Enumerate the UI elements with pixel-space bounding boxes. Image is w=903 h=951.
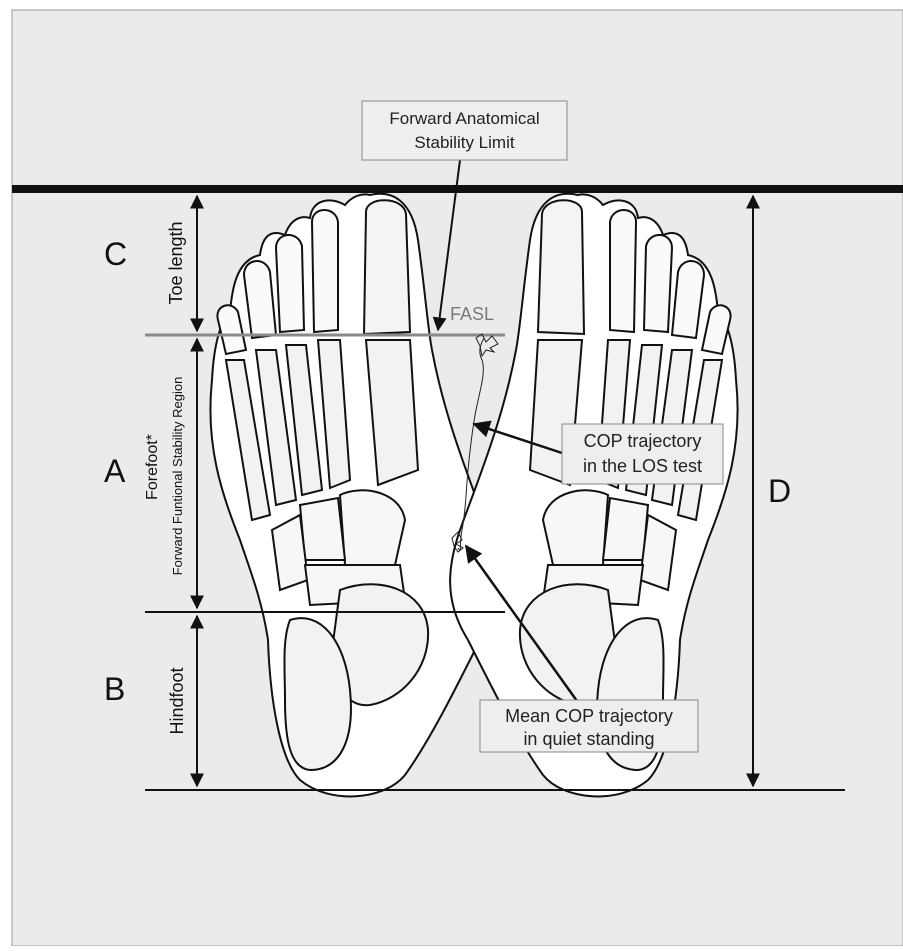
- region-b-label: B: [104, 671, 125, 707]
- left-toe-3: [276, 235, 304, 332]
- left-cuneiform-1: [340, 490, 405, 565]
- right-big-toe: [538, 200, 584, 334]
- left-toe-2: [312, 210, 338, 332]
- quiet-callout: Mean COP trajectory in quiet standing: [480, 700, 698, 752]
- region-c-label: C: [104, 236, 127, 272]
- forward-region-label: Forward Funtional Stability Region: [170, 377, 185, 576]
- left-cuneiform-2: [300, 498, 345, 560]
- forefoot-label: Forefoot*: [144, 434, 161, 500]
- fasl-label: FASL: [450, 304, 494, 324]
- right-cuneiform-1: [543, 490, 608, 565]
- los-callout-line1: COP trajectory: [584, 431, 702, 451]
- region-d-label: D: [768, 473, 791, 509]
- quiet-callout-line1: Mean COP trajectory: [505, 706, 673, 726]
- toe-length-label: Toe length: [166, 221, 186, 304]
- los-callout-line2: in the LOS test: [583, 456, 702, 476]
- fasl-callout: Forward Anatomical Stability Limit: [362, 101, 567, 160]
- region-a-label: A: [104, 453, 126, 489]
- quiet-callout-line2: in quiet standing: [523, 729, 654, 749]
- right-toe-2: [610, 210, 636, 332]
- fasl-callout-line1: Forward Anatomical: [389, 109, 539, 128]
- right-toe-3: [644, 235, 672, 332]
- fasl-callout-line2: Stability Limit: [414, 133, 514, 152]
- right-cuneiform-2: [603, 498, 648, 560]
- los-callout: COP trajectory in the LOS test: [562, 424, 723, 484]
- hindfoot-label: Hindfoot: [167, 667, 187, 734]
- left-big-toe: [364, 200, 410, 334]
